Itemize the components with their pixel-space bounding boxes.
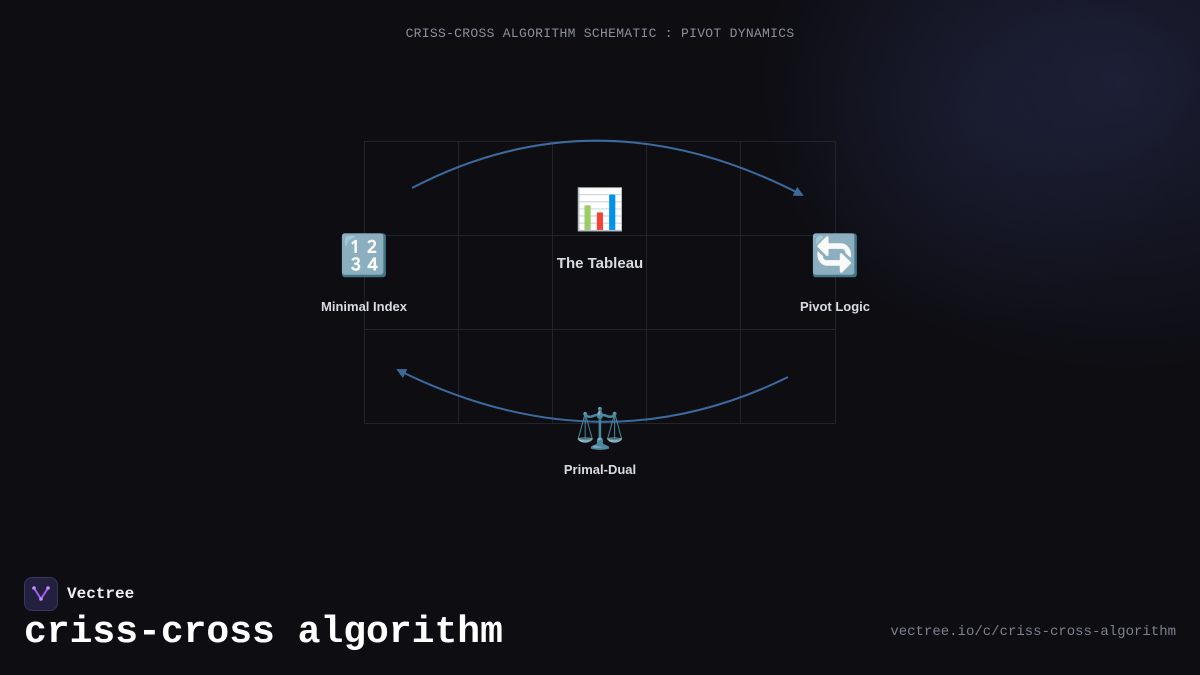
brand-name: Vectree (67, 585, 135, 603)
vectree-logo-icon (24, 577, 58, 611)
cycle-arrows-icon: 🔄 (810, 233, 860, 279)
node-tableau-label: The Tableau (556, 255, 644, 272)
background-grid (364, 141, 836, 424)
balance-scale-icon: ⚖️ (575, 406, 625, 452)
node-minimal-index-label: Minimal Index (321, 299, 407, 314)
page-title: criss-cross algorithm (24, 611, 503, 654)
node-primal-dual-label: Primal-Dual (563, 462, 637, 477)
numbers-1234-icon: 🔢 (339, 233, 389, 279)
node-tableau: 📊 The Tableau (540, 187, 660, 272)
source-url[interactable]: vectree.io/c/criss-cross-algorithm (890, 624, 1176, 640)
node-minimal-index: 🔢 Minimal Index (304, 233, 424, 314)
bottom-arc-arrow (396, 369, 789, 423)
brand: Vectree (24, 577, 134, 611)
schematic-title: CRISS-CROSS ALGORITHM SCHEMATIC : PIVOT … (405, 26, 795, 41)
node-pivot-logic: 🔄 Pivot Logic (775, 233, 895, 314)
node-pivot-logic-label: Pivot Logic (799, 299, 871, 314)
node-primal-dual: ⚖️ Primal-Dual (540, 406, 660, 477)
bar-chart-icon: 📊 (575, 187, 625, 233)
top-arc-arrow (411, 139, 804, 196)
